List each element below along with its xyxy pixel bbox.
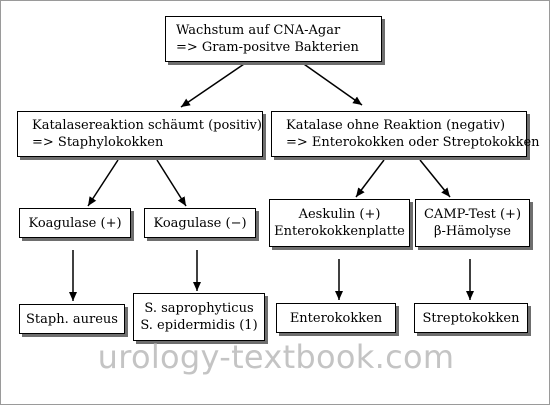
node-saprophyticus-epidermidis: S. saprophyticus S. epidermidis (1)	[133, 293, 265, 341]
node-text-line: β-Hämolyse	[433, 224, 512, 239]
node-text-line: Aeskulin (+)	[298, 207, 381, 222]
node-text-line: => Enterokokken oder Streptokokken	[286, 135, 540, 150]
node-camp-test-positive: CAMP-Test (+) β-Hämolyse	[415, 199, 530, 247]
arrow-catalase-negative-to-aesculin	[355, 159, 385, 198]
node-text-line: Koagulase (+)	[28, 215, 122, 231]
node-text-line: => Staphylokokken	[32, 135, 164, 150]
node-text-line: Katalasereaktion schäumt (positiv)	[32, 118, 262, 133]
node-streptococci: Streptokokken	[414, 303, 528, 333]
node-coagulase-positive: Koagulase (+)	[19, 208, 131, 238]
node-text-line: Streptokokken	[422, 310, 520, 326]
arrow-root-to-catalase-positive	[180, 61, 248, 108]
node-text-line: Katalase ohne Reaktion (negativ)	[286, 118, 506, 133]
node-text-line: S. saprophyticus	[144, 301, 254, 316]
node-text-line: Koagulase (−)	[153, 215, 247, 231]
node-text-line: Wachstum auf CNA-Agar	[176, 23, 341, 38]
node-enterococci: Enterokokken	[276, 303, 396, 333]
arrow-catalase-positive-to-coagulase-negative	[156, 159, 187, 207]
watermark-text: urology-textbook.com	[97, 338, 455, 376]
node-coagulase-negative: Koagulase (−)	[144, 208, 256, 238]
arrow-catalase-positive-to-coagulase-positive	[87, 159, 119, 207]
arrow-root-to-catalase-negative	[300, 61, 363, 106]
node-staph-aureus: Staph. aureus	[19, 304, 125, 334]
node-text-line: Enterokokkenplatte	[274, 224, 405, 239]
node-text-line: S. epidermidis (1)	[140, 318, 258, 333]
node-catalase-positive: Katalasereaktion schäumt (positiv) => St…	[17, 111, 263, 157]
node-catalase-negative: Katalase ohne Reaktion (negativ) => Ente…	[271, 111, 540, 157]
arrow-catalase-negative-to-camp-test	[419, 159, 451, 198]
node-text-line: Enterokokken	[289, 310, 383, 326]
node-text-line: CAMP-Test (+)	[423, 207, 522, 222]
node-text-line: Staph. aureus	[26, 311, 118, 327]
node-cna-agar-growth: Wachstum auf CNA-Agar => Gram-positve Ba…	[165, 16, 382, 62]
node-aesculin-positive: Aeskulin (+) Enterokokkenplatte	[269, 199, 410, 247]
node-text-line: => Gram-positve Bakterien	[176, 40, 359, 55]
